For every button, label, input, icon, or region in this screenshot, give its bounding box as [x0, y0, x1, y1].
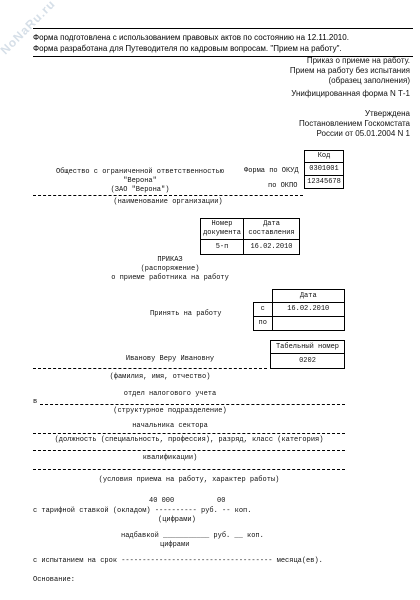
approval-line-3: России от 05.01.2004 N 1 — [316, 129, 410, 138]
tab-number-header: Табельный номер — [270, 340, 345, 354]
order-about: о приеме работника на работу — [111, 274, 229, 282]
position-caption: (должность (специальность, профессия), р… — [54, 436, 324, 444]
position-value: начальника сектора — [132, 422, 208, 430]
approval-line-1: Утверждена — [364, 109, 410, 118]
department-value: отдел налогового учета — [123, 390, 217, 398]
org-underline — [33, 195, 303, 196]
tab-number-table: Табельный номер 0202 — [270, 340, 345, 369]
codes-header: Код — [304, 150, 344, 163]
conditions-caption: (условия приема на работу, характер рабо… — [98, 476, 280, 484]
department-underline — [40, 404, 345, 405]
department-caption: (структурное подразделение) — [113, 407, 227, 415]
employee-name: Иванову Веру Ивановну — [125, 355, 215, 363]
approval-block: Утверждена Постановлением Госкомстата Ро… — [299, 109, 410, 139]
org-line-3: (ЗАО "Верона") — [110, 186, 170, 194]
title-block: Приказ о приеме на работу. Прием на рабо… — [290, 56, 410, 86]
org-line-1: Общество с ограниченной ответственностью — [55, 168, 225, 176]
position-underline — [33, 433, 345, 434]
document-header: Форма подготовлена с использованием прав… — [33, 28, 413, 60]
employee-underline — [33, 368, 267, 369]
order-subtitle: (распоряжение) — [140, 265, 200, 273]
hire-date-header: Дата — [271, 289, 345, 303]
hire-label: Принять на работу — [150, 310, 222, 318]
hire-to-label: по — [253, 316, 273, 331]
conditions-line — [33, 469, 345, 470]
org-caption: (наименование организации) — [113, 198, 223, 206]
bonus-line: надбавкой ___________ руб. __ коп. — [121, 532, 264, 540]
codes-table: Код 0301001 12345678 — [304, 150, 344, 189]
okud-label: Форма по ОКУД — [244, 167, 299, 175]
basis-label: Основание: — [33, 576, 76, 584]
hire-date-table: Дата с 16.02.2010 по — [253, 289, 345, 331]
department-prefix: в — [33, 398, 38, 406]
doc-date-header: Дата составления — [243, 218, 300, 240]
title-line-3: (образец заполнения) — [328, 76, 410, 85]
doc-date-value: 16.02.2010 — [243, 239, 300, 255]
doc-number-table: Номер документа Дата составления 5-п 16.… — [200, 218, 300, 255]
approval-line-2: Постановлением Госкомстата — [299, 119, 410, 128]
qualification-line — [33, 450, 345, 451]
organization-name: Общество с ограниченной ответственностью… — [40, 168, 240, 195]
hire-from-label: с — [253, 302, 273, 317]
title-line-2: Прием на работу без испытания — [289, 66, 410, 75]
position-caption-2: квалификации) — [142, 454, 198, 462]
org-line-2: "Верона" — [123, 177, 157, 185]
doc-number-value: 5-п — [200, 239, 244, 255]
salary-amount-kop: 00 — [217, 497, 226, 505]
tab-number-value: 0202 — [270, 353, 345, 369]
title-line-1: Приказ о приеме на работу. — [306, 56, 410, 65]
hire-from-value: 16.02.2010 — [271, 302, 345, 317]
header-line-2: Форма разработана для Путеводителя по ка… — [33, 44, 342, 53]
hire-spacer — [253, 289, 272, 303]
order-title-text: ПРИКАЗ — [157, 256, 183, 264]
unified-form-label: Унифицированная форма N Т-1 — [291, 89, 410, 98]
okpo-value: 12345678 — [304, 175, 344, 189]
hire-to-value — [271, 316, 345, 331]
probation-line: с испытанием на срок -------------------… — [33, 557, 323, 565]
order-title: ПРИКАЗ (распоряжение) о приеме работника… — [100, 256, 240, 283]
bonus-caption: цифрами — [160, 541, 190, 549]
okud-value: 0301001 — [304, 162, 344, 176]
salary-amount-rub: 40 000 — [149, 497, 175, 505]
header-line-1: Форма подготовлена с использованием прав… — [33, 33, 349, 42]
salary-line: с тарифной ставкой (окладом) ---------- … — [33, 507, 252, 515]
salary-caption: (цифрами) — [158, 516, 196, 524]
employee-caption: (фамилия, имя, отчество) — [109, 373, 211, 381]
okpo-label: по ОКПО — [268, 182, 298, 190]
doc-number-header: Номер документа — [200, 218, 244, 240]
